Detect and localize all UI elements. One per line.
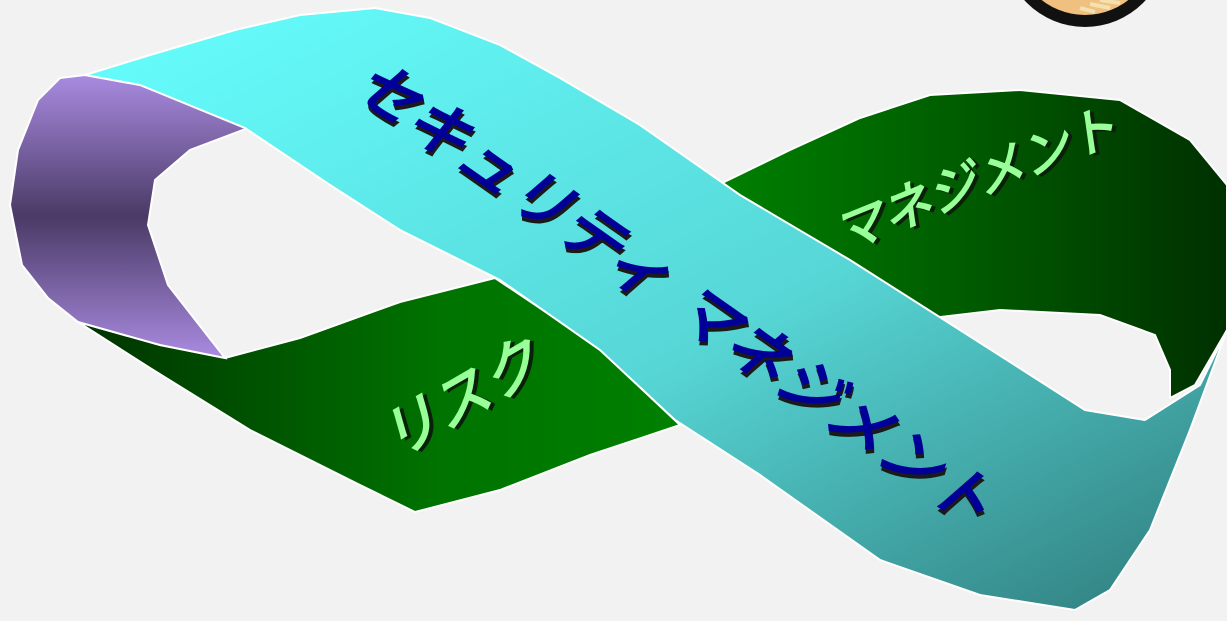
cyan-main-ribbon [84, 6, 1227, 612]
partial-circle-icon [1024, 0, 1146, 27]
purple-fold [8, 73, 251, 360]
green-upper-band [715, 88, 1227, 400]
green-lower-band [77, 276, 682, 514]
